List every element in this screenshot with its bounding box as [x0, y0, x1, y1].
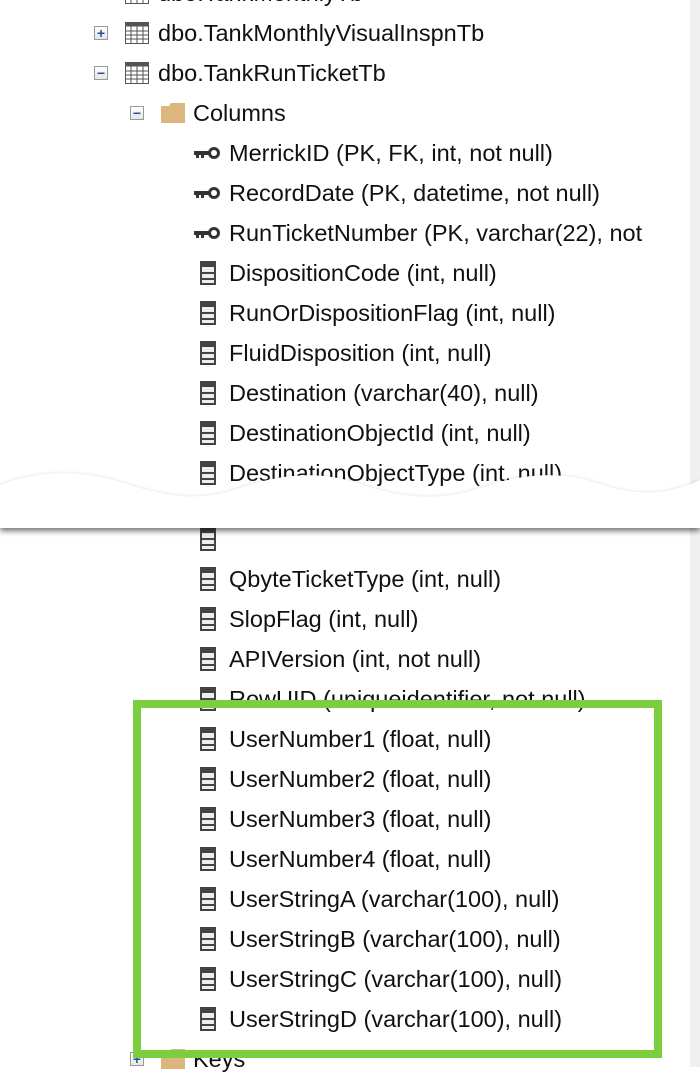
column-label: UserStringB (varchar(100), null)	[229, 925, 561, 952]
expand-button[interactable]: +	[94, 26, 108, 40]
column-icon	[200, 261, 216, 285]
folder-label: Columns	[193, 99, 286, 126]
column-icon	[200, 1007, 216, 1031]
tree-node-keys-folder[interactable]: + Keys	[0, 1039, 690, 1079]
column-label: UserNumber4 (float, null)	[229, 845, 492, 872]
column-label: APIVersion (int, not null)	[229, 645, 482, 672]
tree-node-column[interactable]: APIVersion (int, not null)	[0, 639, 690, 679]
column-icon	[200, 421, 216, 445]
column-icon	[200, 647, 216, 671]
collapse-button[interactable]: −	[130, 106, 144, 120]
torn-page-break	[0, 473, 700, 528]
column-label: QbyteTicketType (int, null)	[229, 565, 502, 592]
column-label: UserNumber1 (float, null)	[229, 725, 492, 752]
tree-node-column[interactable]: UserStringC (varchar(100), null)	[0, 959, 690, 999]
column-label: UserNumber2 (float, null)	[229, 765, 492, 792]
collapse-button[interactable]: −	[94, 66, 108, 80]
table-icon	[125, 22, 149, 44]
column-icon	[200, 927, 216, 951]
tree-node-column[interactable]: UserStringA (varchar(100), null)	[0, 879, 690, 919]
column-label: UserStringD (varchar(100), null)	[229, 1005, 563, 1032]
column-icon	[200, 967, 216, 991]
tree-node-column[interactable]: UserNumber4 (float, null)	[0, 839, 690, 879]
column-icon	[200, 381, 216, 405]
tree-node-table[interactable]: − dbo.TankRunTicketTb	[0, 53, 690, 93]
key-icon	[194, 227, 220, 239]
column-label: UserStringC (varchar(100), null)	[229, 965, 563, 992]
tree-node-table[interactable]: + dbo.TankMonthlyVisualInspnTb	[0, 13, 690, 53]
key-icon	[194, 147, 220, 159]
column-label: Destination (varchar(40), null)	[229, 379, 539, 406]
column-label: MerrickID (PK, FK, int, not null)	[229, 139, 553, 166]
tree-node-column[interactable]: UserNumber2 (float, null)	[0, 759, 690, 799]
tree-node-column[interactable]	[0, 519, 690, 559]
tree-node-column[interactable]: UserStringD (varchar(100), null)	[0, 999, 690, 1039]
table-label: dbo.TankMonthlyVisualInspnTb	[158, 19, 485, 46]
tree-node-column[interactable]: UserStringB (varchar(100), null)	[0, 919, 690, 959]
key-icon	[194, 187, 220, 199]
column-icon	[200, 341, 216, 365]
tree-node-column[interactable]: DispositionCode (int, null)	[0, 253, 690, 293]
column-icon	[200, 527, 216, 551]
expand-button[interactable]: +	[130, 1052, 144, 1066]
column-label: UserStringA (varchar(100), null)	[229, 885, 560, 912]
table-icon	[125, 62, 149, 84]
column-label: UserNumber3 (float, null)	[229, 805, 492, 832]
tree-node-column[interactable]: MerrickID (PK, FK, int, not null)	[0, 133, 690, 173]
folder-icon	[160, 102, 186, 124]
table-label: dbo.TankRunTicketTb	[158, 59, 386, 86]
column-icon	[200, 607, 216, 631]
column-icon	[200, 807, 216, 831]
tree-node-column[interactable]: UserNumber1 (float, null)	[0, 719, 690, 759]
tree-node-column[interactable]: RunOrDispositionFlag (int, null)	[0, 293, 690, 333]
column-icon	[200, 727, 216, 751]
column-icon	[200, 301, 216, 325]
column-icon	[200, 847, 216, 871]
tree-node-column[interactable]: RunTicketNumber (PK, varchar(22), not	[0, 213, 690, 253]
tree-node-column[interactable]: RecordDate (PK, datetime, not null)	[0, 173, 690, 213]
column-icon	[200, 887, 216, 911]
table-label: dbo.TankMonthlyTb	[158, 0, 363, 7]
column-label: RecordDate (PK, datetime, not null)	[229, 179, 600, 206]
tree-node-column[interactable]: UserNumber3 (float, null)	[0, 799, 690, 839]
tree-node-table[interactable]: dbo.TankMonthlyTb	[0, 0, 690, 13]
column-label: SlopFlag (int, null)	[229, 605, 419, 632]
column-icon	[200, 687, 216, 711]
tree-node-column[interactable]: DestinationObjectId (int, null)	[0, 413, 690, 453]
column-label: DestinationObjectId (int, null)	[229, 419, 531, 446]
table-icon	[125, 0, 149, 4]
column-icon	[200, 567, 216, 591]
vertical-scrollbar[interactable]	[690, 0, 700, 1067]
tree-node-column[interactable]: FluidDisposition (int, null)	[0, 333, 690, 373]
tree-node-columns-folder[interactable]: − Columns	[0, 93, 690, 133]
column-label: RowUID (uniqueidentifier, not null)	[229, 685, 586, 712]
tree-node-column[interactable]: QbyteTicketType (int, null)	[0, 559, 690, 599]
tree-node-column[interactable]: RowUID (uniqueidentifier, not null)	[0, 679, 690, 719]
column-label: DispositionCode (int, null)	[229, 259, 497, 286]
column-label: FluidDisposition (int, null)	[229, 339, 492, 366]
folder-label: Keys	[193, 1045, 246, 1072]
column-icon	[200, 767, 216, 791]
tree-node-column[interactable]: Destination (varchar(40), null)	[0, 373, 690, 413]
column-label: RunTicketNumber (PK, varchar(22), not	[229, 219, 643, 246]
column-icon	[200, 461, 216, 485]
column-label: RunOrDispositionFlag (int, null)	[229, 299, 556, 326]
tree-node-column[interactable]: SlopFlag (int, null)	[0, 599, 690, 639]
